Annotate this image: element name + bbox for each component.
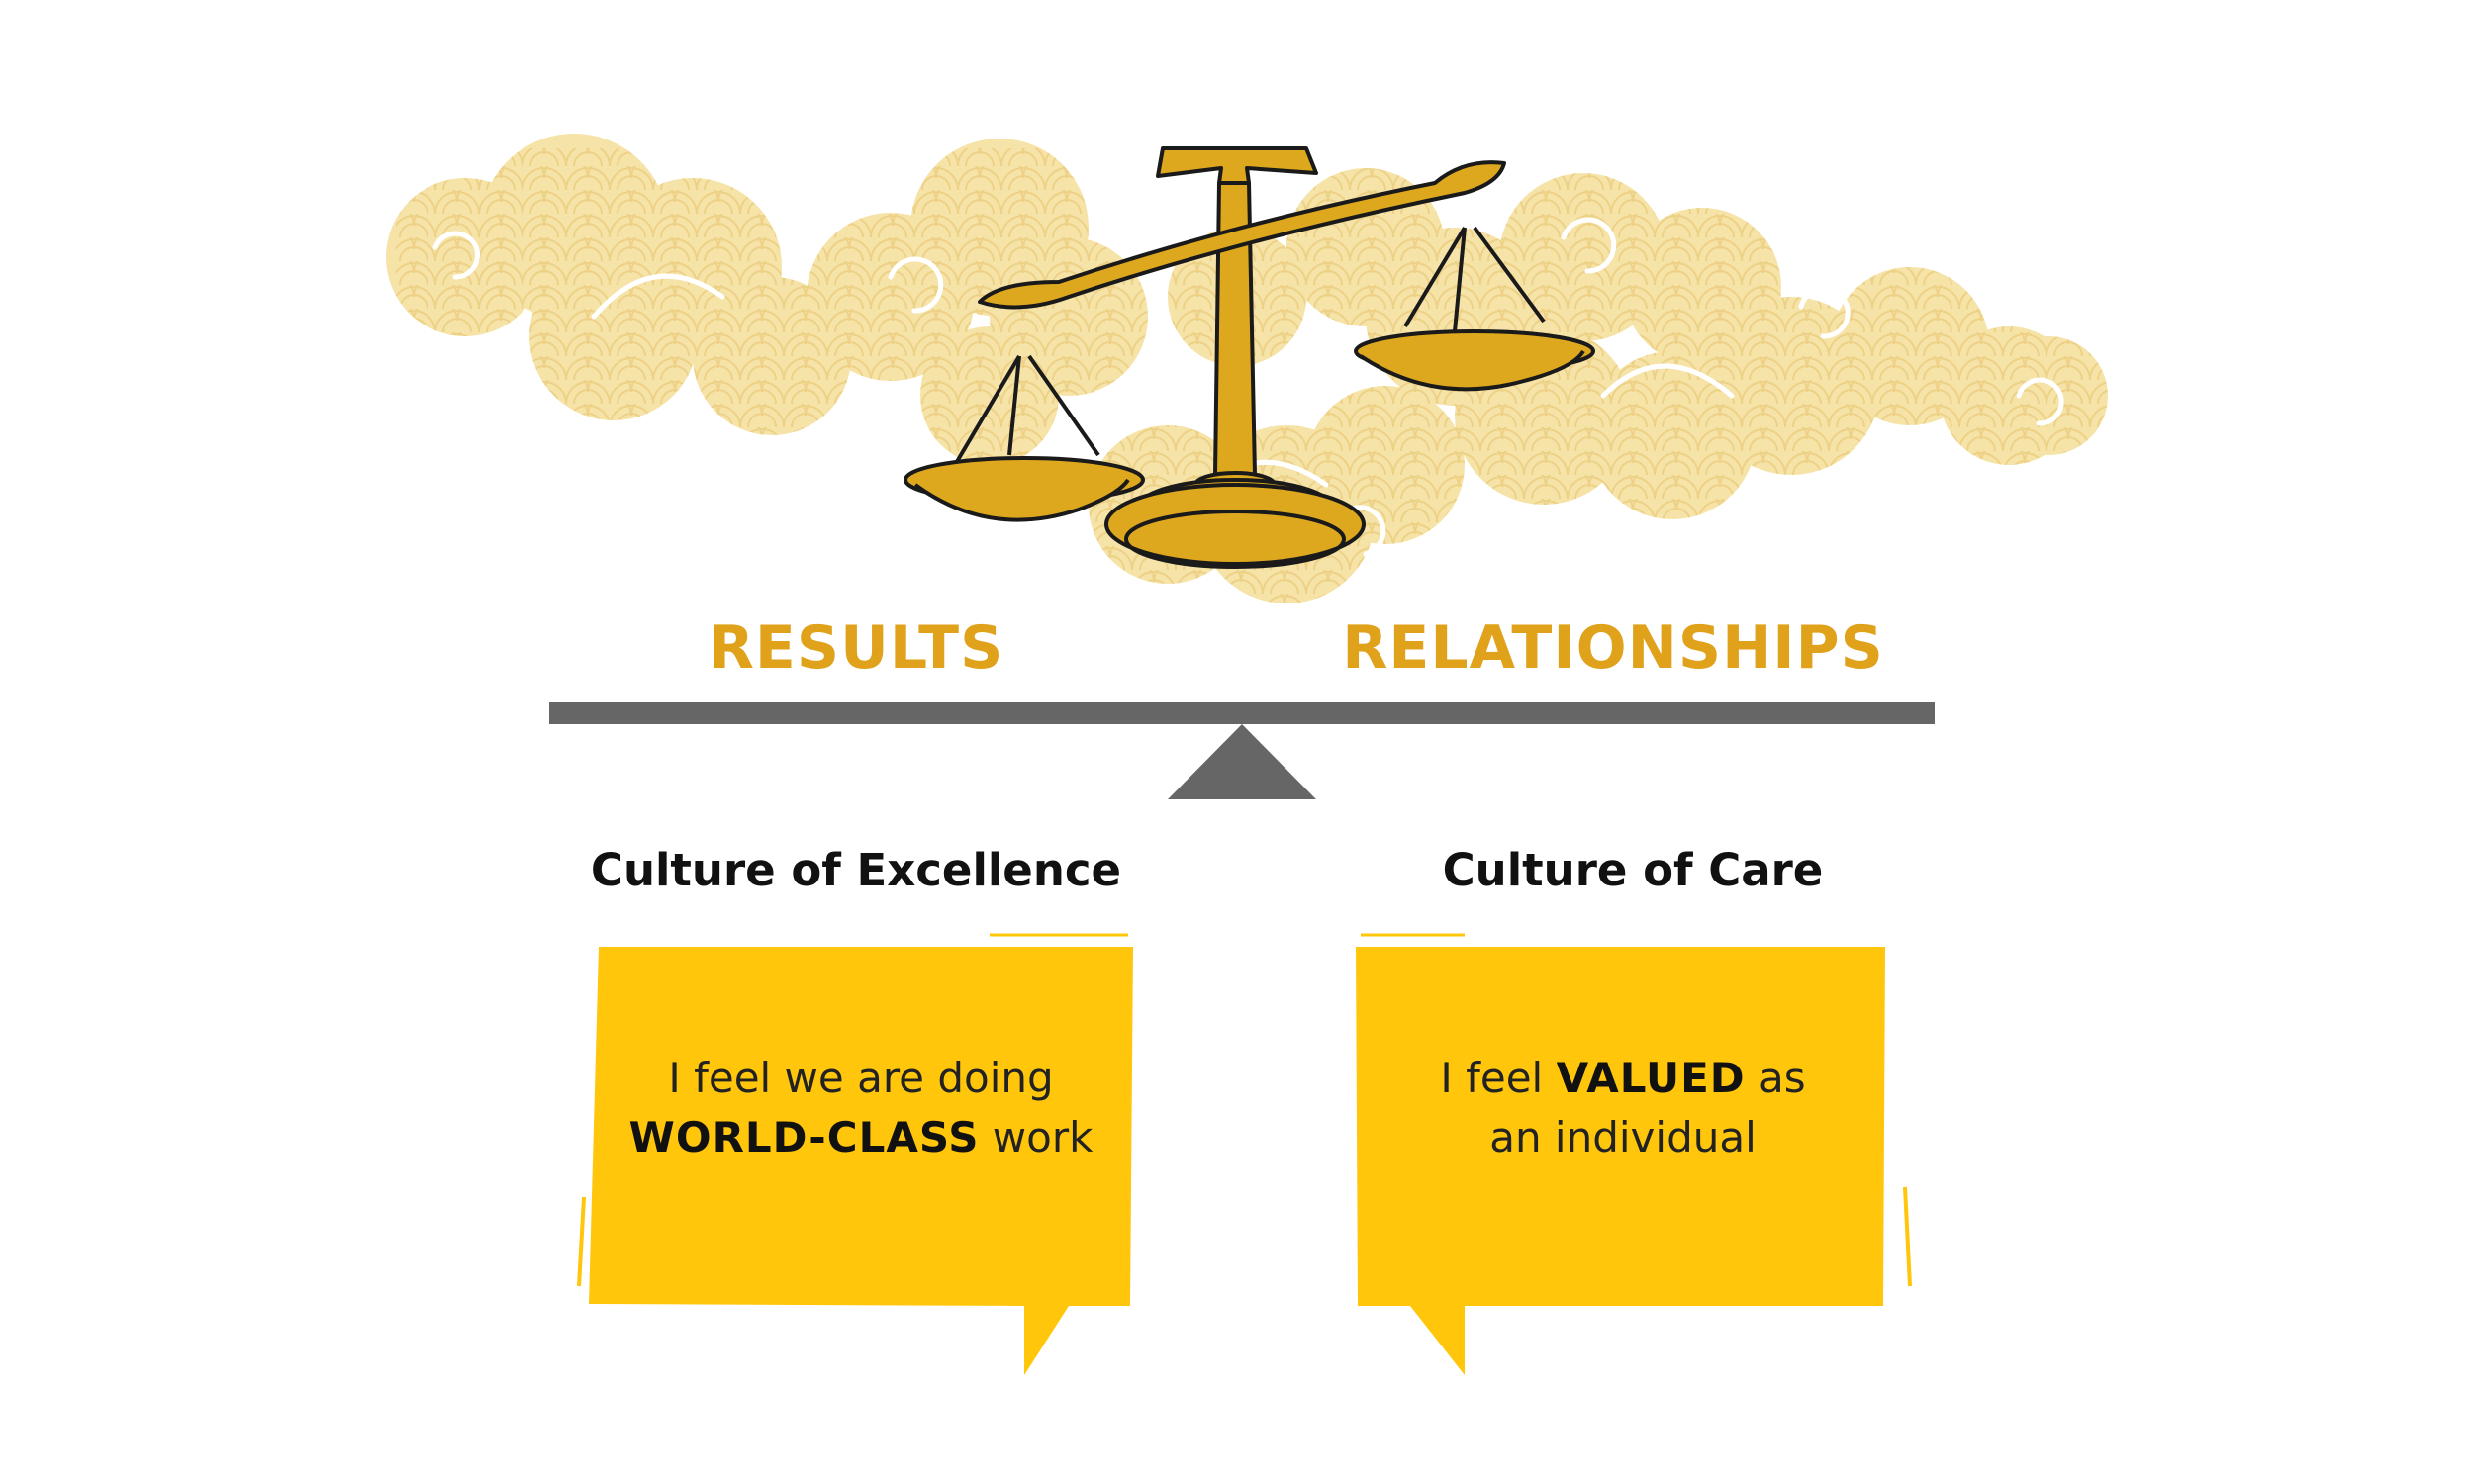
emphasis-valued: VALUED <box>1556 1054 1746 1102</box>
bubble-line: I feel we are doing <box>668 1054 1054 1102</box>
bubble-text-excellence: I feel we are doing WORLD-CLASS work <box>594 1049 1128 1177</box>
title-culture-of-excellence: Culture of Excellence <box>590 844 1122 896</box>
bubble-line: I feel VALUED as <box>1361 1049 1885 1108</box>
emphasis-world-class: WORLD-CLASS <box>628 1113 980 1161</box>
title-culture-of-care: Culture of Care <box>1442 844 1824 896</box>
bubble-text-care: I feel VALUED as an individual <box>1361 1049 1885 1177</box>
seesaw-fulcrum-icon <box>549 702 1935 799</box>
bubble-post: as <box>1745 1054 1806 1102</box>
bubble-line: WORLD-CLASS work <box>594 1108 1128 1167</box>
speech-bubble-icon <box>577 933 1912 1375</box>
label-relationships: RELATIONSHIPS <box>1342 613 1884 683</box>
label-results: RESULTS <box>708 613 1004 683</box>
bubble-line: an individual <box>1489 1113 1757 1161</box>
bubble-pre: I feel <box>1440 1054 1557 1102</box>
bubble-rest: work <box>979 1113 1094 1161</box>
balance-scale-icon <box>904 146 1595 569</box>
